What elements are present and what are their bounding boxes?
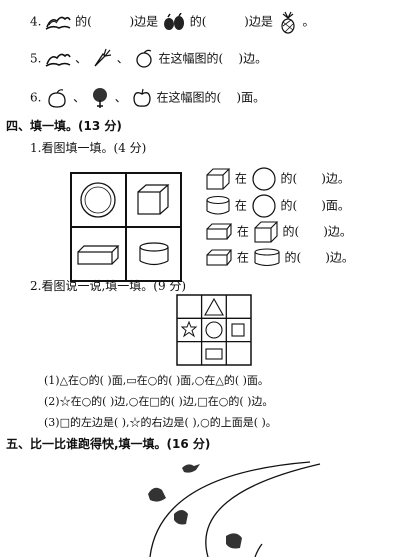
square-shape	[231, 323, 245, 337]
wave-icon	[45, 13, 71, 31]
s4q2-line-2: (2)☆在○的( )边,○在□的( )边,□在○的( )边。	[44, 395, 274, 408]
carrot-icon	[91, 48, 113, 70]
s4q2-line-1: (1)△在○的( )面,▭在○的( )面,○在△的( )面。	[44, 374, 269, 387]
apple-icon	[131, 87, 153, 109]
s4q1-row-1: 在 的()边。	[205, 166, 350, 192]
pineapple-icon	[277, 10, 299, 34]
runner-animal-icon	[148, 487, 166, 502]
s4q1-row-2: 在 的()面。	[205, 193, 350, 219]
s4q2-line-3: (3)□的左边是( ),☆的右边是( ),○的上面是( )。	[44, 416, 277, 429]
question-number: 4.	[30, 14, 42, 29]
eggplant-icon	[162, 13, 186, 31]
cube-icon	[253, 220, 279, 244]
shape-3x3-grid	[176, 294, 252, 366]
sphere-icon	[251, 193, 277, 219]
section-5-title: 五、比一比谁跑得快,填一填。(16 分)	[6, 437, 211, 451]
section-4-title: 四、填一填。(13 分)	[6, 119, 122, 133]
race-track-figure	[130, 454, 330, 557]
sphere-icon	[251, 166, 277, 192]
triangle-shape	[204, 297, 224, 316]
rectangle-shape	[205, 348, 223, 360]
question-6: 6. 、 、 在这幅图的( )面。	[30, 86, 265, 110]
circle-shape	[205, 321, 223, 339]
cylinder-shape	[139, 242, 169, 266]
runner-animal-icon	[226, 533, 242, 549]
s4q1-row-4: 在 的()边。	[205, 248, 354, 268]
cuboid-shape	[77, 245, 120, 265]
cylinder-icon	[253, 248, 281, 268]
peach-icon	[45, 87, 69, 109]
cuboid-icon	[205, 223, 233, 241]
runner-animal-icon	[174, 510, 188, 525]
s4q1-title: 1.看图填一填。(4 分)	[30, 141, 147, 155]
star-shape	[180, 320, 198, 338]
s4q1-row-3: 在 的()边。	[205, 220, 352, 244]
shape-grid-figure	[70, 172, 182, 282]
peach-icon	[133, 49, 155, 69]
sphere-shape	[80, 182, 116, 218]
cube-shape	[137, 184, 170, 215]
cuboid-icon	[205, 249, 233, 267]
runner-animal-icon	[182, 464, 200, 473]
cabbage-icon	[89, 86, 111, 110]
s4q2-title: 2.看图说一说,填一填。(9 分)	[30, 279, 187, 293]
cylinder-icon	[205, 195, 231, 217]
wave-icon	[45, 50, 71, 68]
question-5: 5. 、 、 在这幅图的( )边。	[30, 48, 267, 70]
cube-icon	[205, 168, 231, 190]
question-4: 4. 的( )边是 的( )边是 。	[30, 10, 315, 34]
